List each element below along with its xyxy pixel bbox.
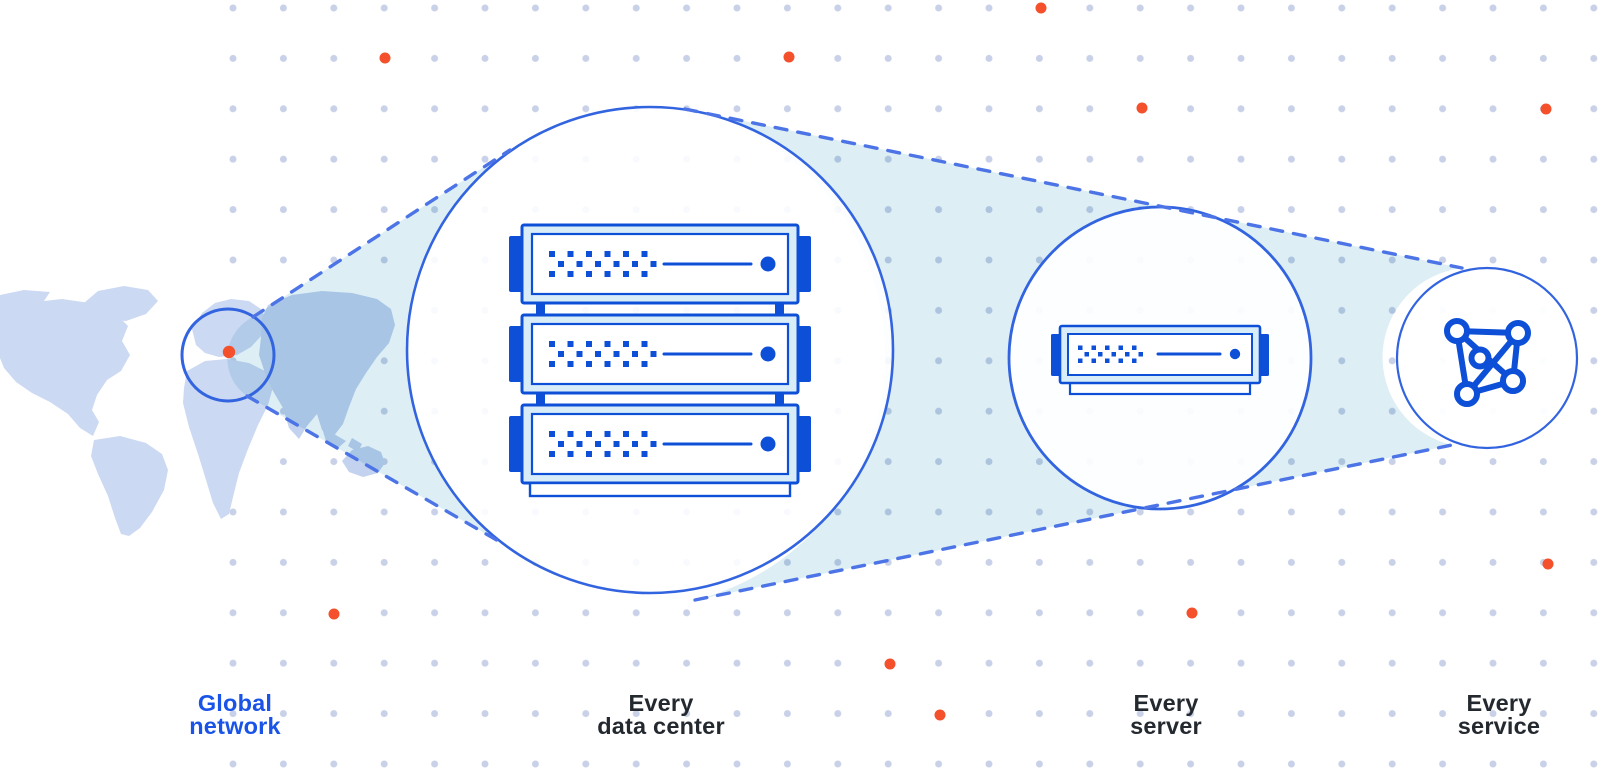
map-south-america [91,436,168,536]
rack-base [528,481,792,498]
orange-dot [783,51,795,63]
map-north-america [0,290,130,436]
label-every-service: Every service [1349,690,1620,739]
label-line: data center [597,713,725,739]
network-mesh-icon [1444,318,1531,407]
label-every-server: Every server [1016,690,1316,739]
single-server [1051,324,1269,396]
label-line: Every [628,690,694,716]
label-line: network [189,713,281,739]
orange-dot [884,658,896,670]
label-every-data-center: Every data center [511,690,811,739]
orange-dot [328,608,340,620]
magnification-dashed-lines [245,107,1464,602]
server-status-light [1229,348,1241,360]
server-led-matrix [1078,345,1143,363]
label-line: Every [1133,690,1199,716]
zoom-cone-map-to-datacenter [227,150,510,542]
orange-dot [1542,558,1554,570]
label-line: Global [197,690,273,716]
label-global-network: Global network [85,690,385,739]
orange-accent-dots [222,2,1554,721]
orange-dot [1540,103,1552,115]
label-line: Every [1466,690,1532,716]
label-line: service [1457,713,1541,739]
map-highlight-dot [222,345,236,359]
label-line: server [1130,713,1202,739]
orange-dot [1035,2,1047,14]
zoom-circle-map-region [180,307,276,403]
orange-dot [1136,102,1148,114]
data-center-rack [507,223,813,498]
orange-dot [1186,607,1198,619]
orange-dot [934,709,946,721]
orange-dot [379,52,391,64]
